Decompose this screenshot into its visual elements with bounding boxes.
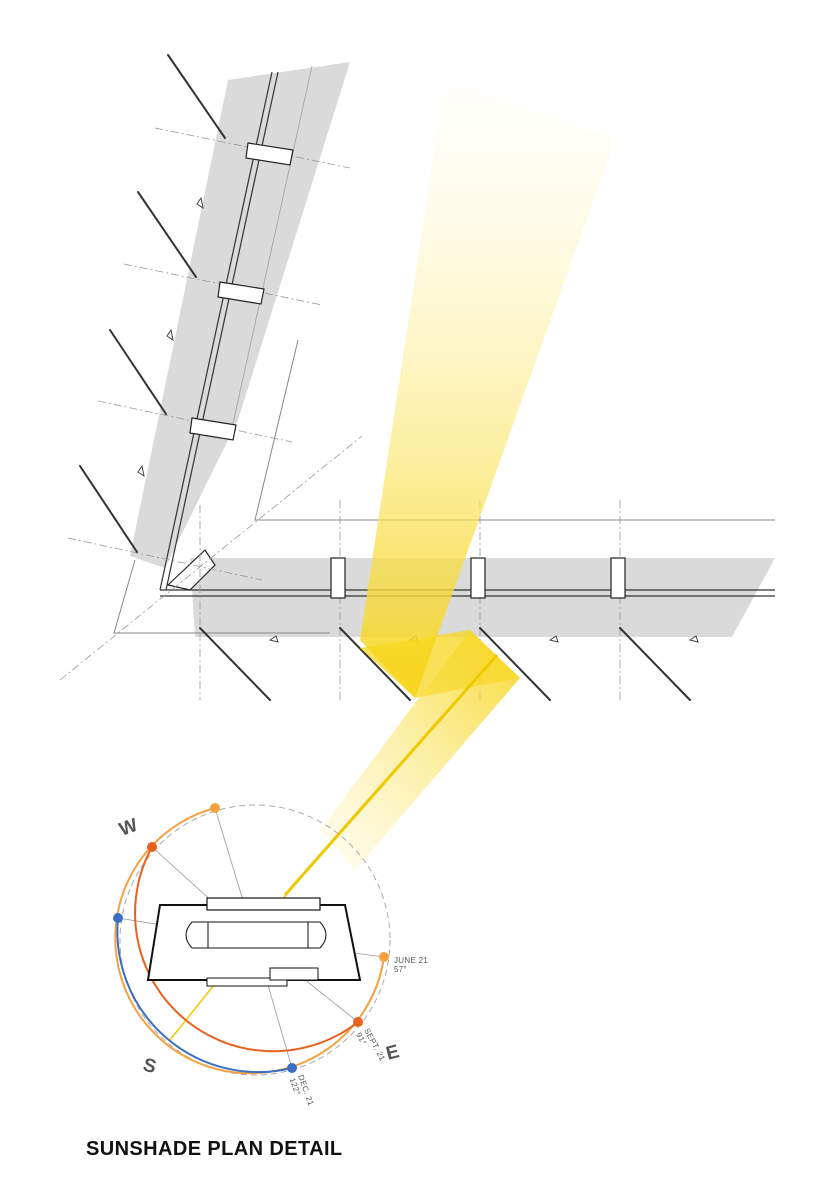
outer-wall-line <box>254 339 775 521</box>
sunshade-fin <box>79 465 138 553</box>
fin-clip <box>688 635 699 643</box>
sunshade-fin <box>619 627 691 701</box>
sunshade-fin <box>167 54 226 139</box>
june-arc <box>114 807 385 1075</box>
sunshade-fin <box>137 191 197 278</box>
dec-sunrise-dot <box>113 913 123 923</box>
compass-east: E <box>384 1041 402 1065</box>
date-label-june-date: JUNE 21 <box>394 956 428 965</box>
date-label-june-angle: 57° <box>394 965 407 974</box>
compass-south: S <box>141 1055 159 1079</box>
corner-bracket <box>166 549 216 591</box>
fin-clip <box>137 464 145 478</box>
june-sunset-dot <box>379 952 389 962</box>
mullion-box <box>330 557 346 599</box>
sept-arc <box>134 846 359 1053</box>
fin-clip <box>196 196 204 210</box>
sunbeam-lower <box>320 630 520 870</box>
sunshade-fin <box>109 329 167 415</box>
building-bottom-bar <box>206 977 288 987</box>
page-title: SUNSHADE PLAN DETAIL <box>86 1138 343 1160</box>
sunbeam-upper <box>360 80 615 698</box>
building-plan-icon <box>146 897 362 987</box>
mullion-box <box>245 142 294 166</box>
sun-beams <box>283 80 615 896</box>
sunshade-fin <box>199 627 271 701</box>
sept-sunrise-dot <box>147 842 157 852</box>
fin-clip <box>548 635 559 643</box>
diagonal-shading-band <box>130 62 350 568</box>
date-label-sept: SEPT. 21 91° <box>354 1027 387 1063</box>
outer-wall-line-lower <box>113 559 330 634</box>
fin-clip <box>166 328 174 342</box>
date-label-dec: DEC. 21 122° <box>288 1074 316 1108</box>
dec-sunset-dot <box>287 1063 297 1073</box>
june-sunrise-dot <box>210 803 220 813</box>
sun-path-diagram: W S E JUNE 21 57° SEPT. 21 91° DEC. 21 1… <box>113 803 428 1108</box>
gridline <box>59 435 363 681</box>
date-label-june: JUNE 21 57° <box>394 956 428 974</box>
fin-clip <box>268 635 279 643</box>
sunshade-fin <box>339 627 411 701</box>
compass-west: W <box>117 815 141 841</box>
building-annex <box>269 967 319 981</box>
mullion-box <box>217 281 265 305</box>
glazing-line <box>231 65 313 429</box>
sept-sunset-dot <box>353 1017 363 1027</box>
wall-plan <box>59 54 775 701</box>
gridline <box>67 537 263 581</box>
mullion-box <box>189 417 237 441</box>
building-core <box>207 921 309 949</box>
sun-path-circle <box>119 804 391 1076</box>
mullion-box <box>610 557 626 599</box>
dec-arc <box>116 917 293 1073</box>
sun-ray-line <box>283 654 499 896</box>
sunshade-fin <box>479 627 551 701</box>
mullion-box <box>470 557 486 599</box>
building-top-bar <box>206 897 321 911</box>
